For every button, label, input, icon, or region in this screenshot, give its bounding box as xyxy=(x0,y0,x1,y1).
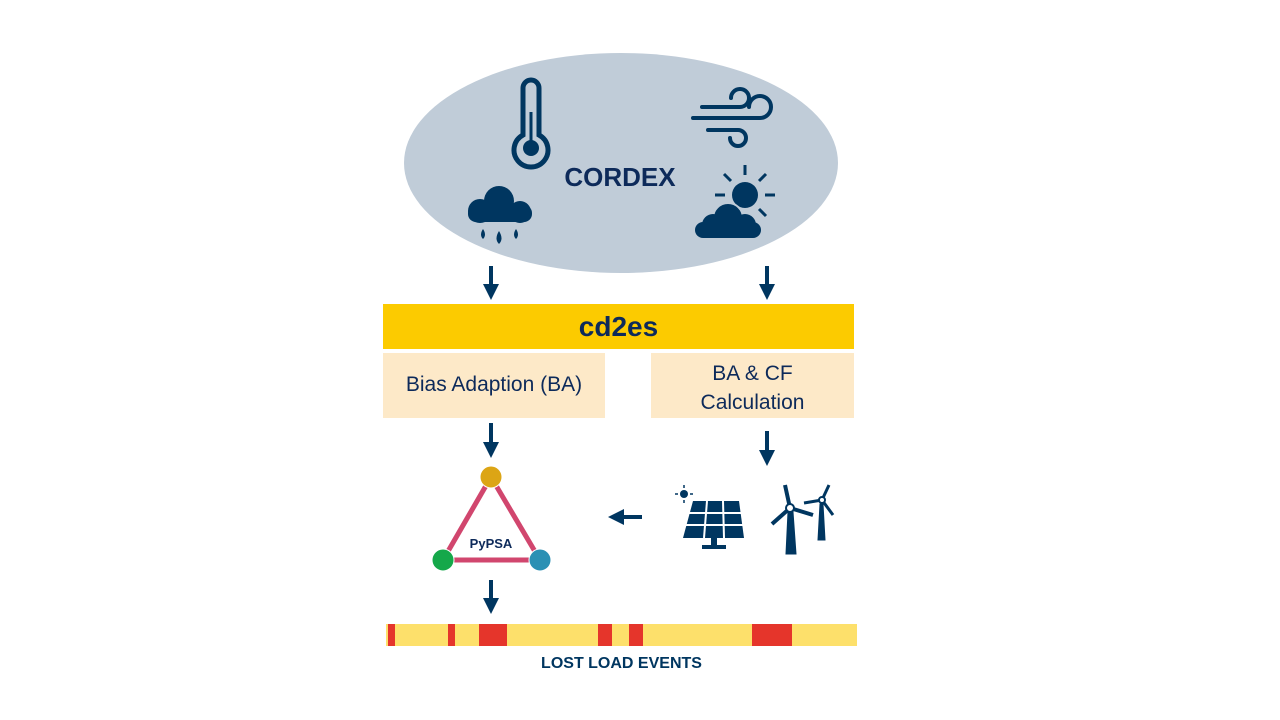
lost-load-timeline xyxy=(386,624,857,646)
pypsa-label: PyPSA xyxy=(469,536,513,551)
lost-load-events-label: LOST LOAD EVENTS xyxy=(541,655,702,672)
lost-load-event xyxy=(479,624,507,646)
sun-cloud-icon xyxy=(695,165,775,238)
ba-cf-box xyxy=(651,353,854,418)
lost-load-event xyxy=(629,624,643,646)
pypsa-network-icon xyxy=(431,465,552,572)
cd2es-title: cd2es xyxy=(578,311,659,342)
lost-load-event xyxy=(388,624,395,646)
ba-cf-label: BA & CF Calculation xyxy=(651,359,854,417)
lost-load-event xyxy=(448,624,455,646)
wind-icon xyxy=(691,87,773,148)
bias-adaption-box xyxy=(383,353,605,418)
bias-adaption-label: Bias Adaption (BA) xyxy=(405,373,583,396)
ba-cf-label-line1: BA & CF xyxy=(712,362,793,385)
solar-panel-icon xyxy=(675,485,744,549)
ba-cf-label-line2: Calculation xyxy=(700,391,805,414)
cd2es-bar xyxy=(383,304,854,349)
thermometer-icon xyxy=(511,77,551,170)
flow-arrows xyxy=(483,266,775,614)
cordex-title: CORDEX xyxy=(564,162,676,192)
wind-turbine-icon xyxy=(770,484,835,555)
lost-load-event xyxy=(598,624,612,646)
rain-cloud-icon xyxy=(468,186,532,244)
lost-load-event xyxy=(752,624,792,646)
